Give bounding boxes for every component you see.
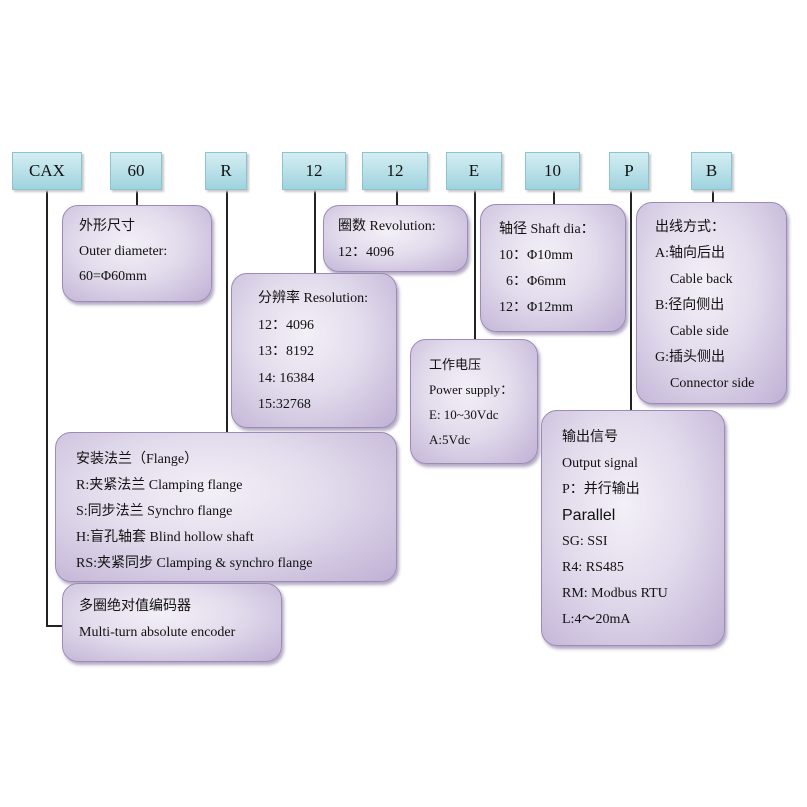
code-diameter: 60 bbox=[110, 152, 162, 190]
flange-box: 安装法兰（Flange） R:夹紧法兰 Clamping flange S:同步… bbox=[55, 432, 397, 582]
box-line: RS:夹紧同步 Clamping & synchro flange bbox=[76, 556, 313, 571]
code-revolution: 12 bbox=[362, 152, 428, 190]
box-line: Output signal bbox=[562, 456, 638, 471]
code-outlet: B bbox=[691, 152, 732, 190]
connector-line bbox=[630, 190, 632, 411]
connector-line bbox=[712, 190, 714, 203]
power-supply-box: 工作电压 Power supply： E: 10~30Vdc A:5Vdc bbox=[410, 339, 538, 464]
code-shaft: 10 bbox=[525, 152, 580, 190]
box-title: 圈数 Revolution: bbox=[338, 219, 436, 234]
box-line: Cable back bbox=[670, 272, 733, 287]
box-line: RM: Modbus RTU bbox=[562, 586, 668, 601]
box-line: 60=Φ60mm bbox=[79, 269, 147, 284]
code-power: E bbox=[446, 152, 502, 190]
box-line: R4: RS485 bbox=[562, 560, 624, 575]
box-line: A:5Vdc bbox=[429, 432, 471, 447]
connector-line bbox=[314, 190, 316, 274]
box-title: 安装法兰（Flange） bbox=[76, 452, 199, 467]
box-line: 14: 16384 bbox=[258, 370, 315, 386]
cable-outlet-box: 出线方式： A:轴向后出 Cable back B:径向侧出 Cable sid… bbox=[636, 202, 787, 404]
box-line: S:同步法兰 Synchro flange bbox=[76, 504, 233, 519]
box-line: Parallel bbox=[562, 507, 616, 524]
code-series: CAX bbox=[12, 152, 82, 190]
revolution-box: 圈数 Revolution: 12：4096 bbox=[323, 205, 468, 272]
code-output: P bbox=[609, 152, 649, 190]
connector-line bbox=[46, 190, 48, 626]
box-title: 分辨率 Resolution: bbox=[258, 291, 369, 306]
box-line: 12：4096 bbox=[338, 245, 394, 260]
box-title: 工作电压 bbox=[429, 357, 482, 372]
connector-line bbox=[474, 190, 476, 340]
box-line: 13：8192 bbox=[258, 344, 314, 359]
multi-turn-box: 多圈绝对值编码器 Multi-turn absolute encoder bbox=[62, 583, 282, 662]
box-line: 6：Φ6mm bbox=[506, 274, 567, 289]
resolution-box: 分辨率 Resolution: 12：4096 13：8192 14: 1638… bbox=[231, 273, 397, 428]
box-line: 15:32768 bbox=[258, 397, 311, 412]
box-line: Power supply： bbox=[429, 382, 514, 397]
shaft-diameter-box: 轴径 Shaft dia： 10：Φ10mm 6：Φ6mm 12：Φ12mm bbox=[480, 204, 626, 332]
box-line: Connector side bbox=[670, 376, 755, 391]
box-line: Outer diameter: bbox=[79, 244, 168, 259]
output-signal-box: 输出信号 Output signal P：并行输出 Parallel SG: S… bbox=[541, 410, 725, 646]
box-line: B:径向侧出 bbox=[655, 298, 725, 313]
box-line: G:插头侧出 bbox=[655, 350, 725, 365]
box-line: Cable side bbox=[670, 324, 729, 339]
box-line: L:4～20mA bbox=[562, 612, 631, 627]
connector-line bbox=[136, 190, 138, 206]
outer-diameter-box: 外形尺寸 Outer diameter: 60=Φ60mm bbox=[62, 205, 212, 302]
box-line: A:轴向后出 bbox=[655, 246, 725, 261]
box-title: 输出信号 bbox=[562, 430, 618, 445]
box-line: Multi-turn absolute encoder bbox=[79, 625, 236, 640]
box-line: 12：Φ12mm bbox=[499, 300, 574, 315]
box-title: 轴径 Shaft dia： bbox=[499, 222, 595, 237]
box-line: 12：4096 bbox=[258, 317, 314, 333]
connector-line bbox=[553, 190, 555, 205]
box-line: R:夹紧法兰 Clamping flange bbox=[76, 478, 243, 493]
box-line: H:盲孔轴套 Blind hollow shaft bbox=[76, 530, 254, 545]
box-line: 10：Φ10mm bbox=[499, 248, 574, 263]
code-flange: R bbox=[205, 152, 247, 190]
connector-line bbox=[226, 190, 228, 433]
box-line: E: 10~30Vdc bbox=[429, 407, 499, 422]
box-line: P：并行输出 bbox=[562, 482, 640, 497]
box-title: 出线方式： bbox=[655, 220, 725, 235]
box-title: 多圈绝对值编码器 bbox=[79, 599, 191, 614]
box-title: 外形尺寸 bbox=[79, 219, 135, 234]
connector-line bbox=[396, 190, 398, 206]
box-line: SG: SSI bbox=[562, 534, 608, 549]
code-resolution: 12 bbox=[282, 152, 346, 190]
connector-line bbox=[46, 625, 63, 627]
